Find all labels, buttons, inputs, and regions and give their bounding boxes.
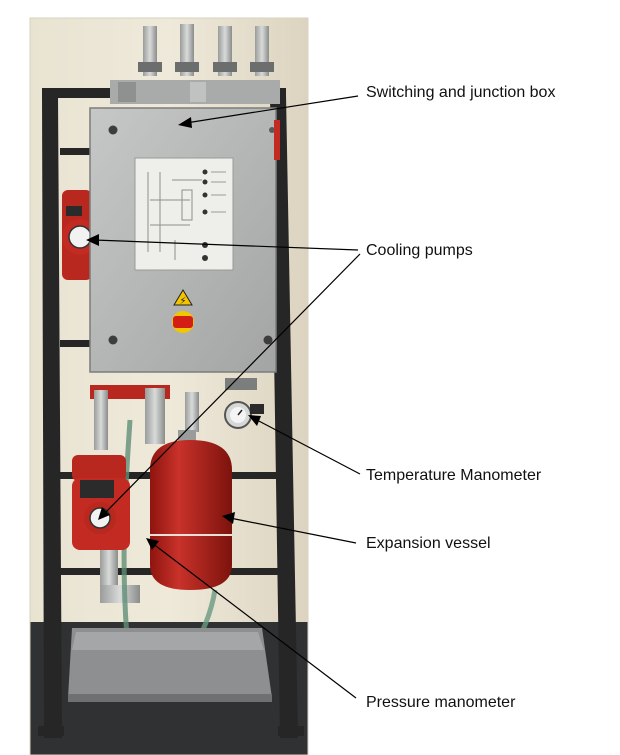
callout-lines bbox=[86, 95, 361, 699]
warning-sign: ⚡ bbox=[173, 289, 193, 307]
expansion-vessel bbox=[150, 430, 232, 590]
switching-junction-box: ⚡ bbox=[89, 107, 280, 373]
temperature-manometer bbox=[224, 401, 264, 429]
svg-text:⚡: ⚡ bbox=[179, 296, 186, 307]
label-pressure-manometer: Pressure manometer bbox=[366, 694, 516, 711]
main-switch-knob bbox=[172, 311, 194, 333]
schematic-panel bbox=[134, 157, 234, 271]
label-switching-junction-box: Switching and junction box bbox=[366, 84, 556, 101]
label-cooling-pumps: Cooling pumps bbox=[366, 242, 473, 259]
upper-cooling-pump bbox=[62, 190, 98, 280]
drip-tray bbox=[68, 628, 272, 702]
lower-cooling-pump bbox=[72, 455, 130, 550]
top-pipe-connectors bbox=[110, 24, 280, 104]
label-temperature-manometer: Temperature Manometer bbox=[366, 467, 542, 484]
label-expansion-vessel: Expansion vessel bbox=[366, 535, 491, 552]
